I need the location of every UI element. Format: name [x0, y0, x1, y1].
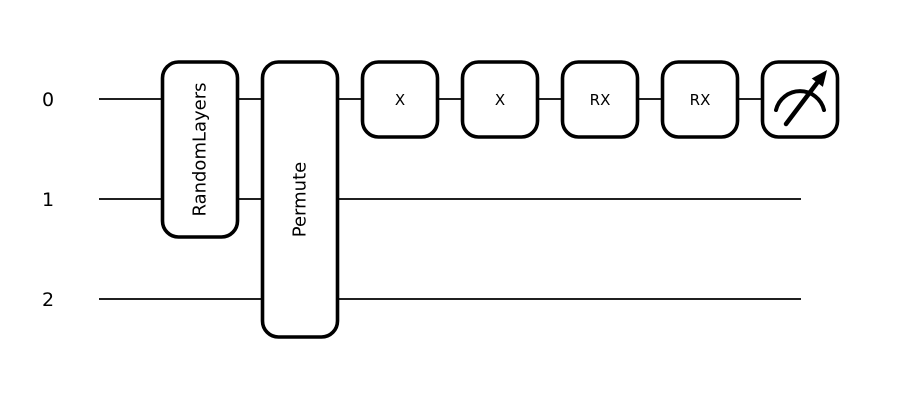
gate-permute-box: [260, 60, 340, 339]
gate-x-2-box: [460, 60, 540, 139]
measurement-arrowhead: [811, 70, 827, 87]
gate-permute: Permute: [260, 60, 340, 339]
measurement-arc: [774, 89, 826, 112]
gate-rx-1: RX: [560, 60, 640, 139]
gate-x-2-label: X: [495, 91, 505, 109]
gate-rx-2-label: RX: [690, 91, 711, 109]
gate-x-1-label: X: [395, 91, 405, 109]
measurement-gauge-icon: [760, 60, 840, 139]
gate-x-1-box: [360, 60, 440, 139]
gate-randomlayers-box: [160, 60, 240, 239]
wire-0-label: 0: [42, 89, 54, 111]
gate-rx-2: RX: [660, 60, 740, 139]
gate-x-2: X: [460, 60, 540, 139]
gate-permute-label: Permute: [290, 162, 311, 237]
wire-1-label: 1: [42, 189, 54, 211]
wire-2-label: 2: [42, 289, 54, 311]
measurement-box: [760, 60, 840, 139]
measurement-needle: [783, 80, 820, 127]
gate-randomlayers: RandomLayers: [160, 60, 240, 239]
gate-rx-1-box: [560, 60, 640, 139]
gate-randomlayers-label: RandomLayers: [190, 82, 211, 216]
gate-rx-2-box: [660, 60, 740, 139]
gate-rx-1-label: RX: [590, 91, 611, 109]
gate-x-1: X: [360, 60, 440, 139]
